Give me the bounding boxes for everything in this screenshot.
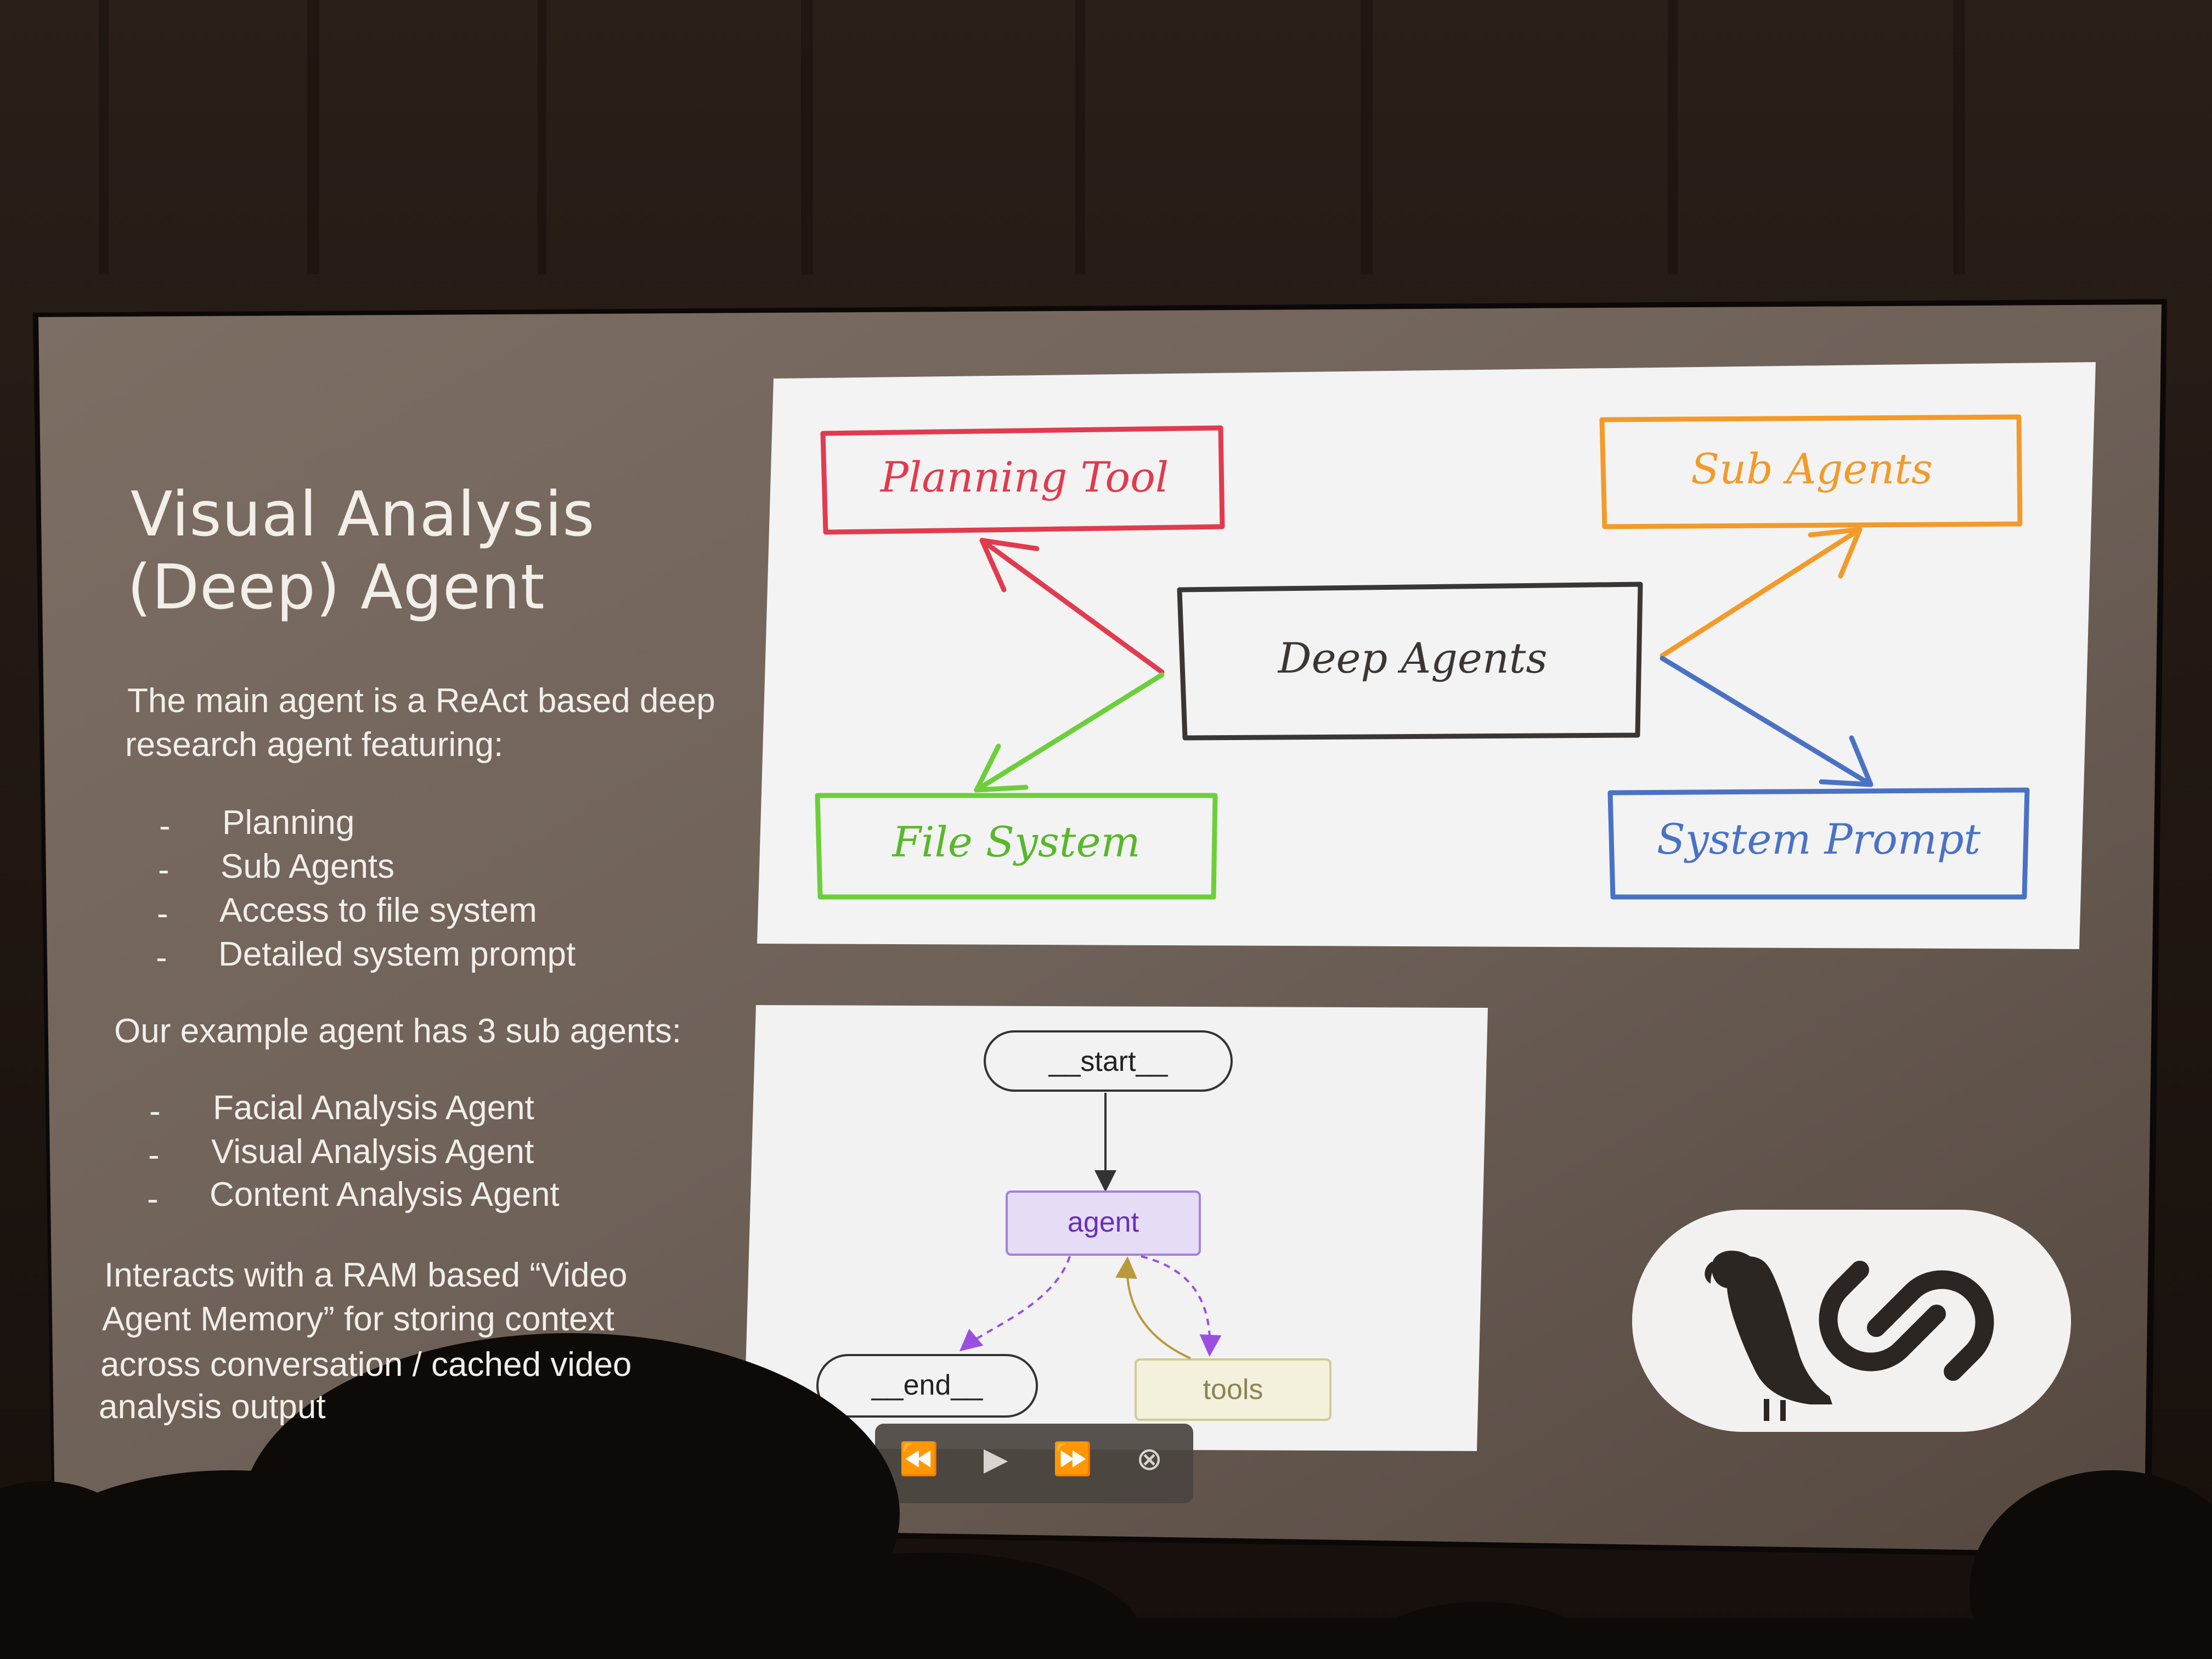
subagent-bullet: - bbox=[147, 1180, 159, 1218]
feature-item: Detailed system prompt bbox=[218, 933, 575, 977]
feature-item: Access to file system bbox=[219, 889, 537, 933]
intro-line-1: The main agent is a ReAct based deep bbox=[127, 679, 715, 723]
memory-line-4: analysis output bbox=[99, 1385, 326, 1429]
feature-bullet: - bbox=[156, 938, 167, 977]
feature-item: Planning bbox=[222, 801, 354, 845]
feature-bullet: - bbox=[157, 894, 168, 933]
fast-forward-button[interactable]: ⏩ bbox=[1045, 1440, 1100, 1478]
feature-bullet: - bbox=[158, 850, 170, 889]
agent-node-label: agent bbox=[1007, 1206, 1200, 1239]
play-button[interactable]: ▶ bbox=[968, 1440, 1023, 1477]
subagent-item: Visual Analysis Agent bbox=[211, 1130, 534, 1174]
file-system-label: File System bbox=[820, 817, 1212, 866]
feature-item: Sub Agents bbox=[221, 845, 394, 889]
start-node-label: __start__ bbox=[985, 1045, 1232, 1078]
end-node-label: __end__ bbox=[817, 1369, 1037, 1402]
deep-agents-label: Deep Agents bbox=[1185, 634, 1640, 682]
memory-line-1: Interacts with a RAM based “Video bbox=[104, 1254, 627, 1297]
tools-node-label: tools bbox=[1136, 1373, 1330, 1406]
memory-line-3: across conversation / cached video bbox=[100, 1343, 631, 1387]
slide-title-line-2: (Deep) Agent bbox=[127, 551, 545, 624]
subagents-intro: Our example agent has 3 sub agents: bbox=[114, 1009, 681, 1053]
subagent-item: Content Analysis Agent bbox=[210, 1173, 560, 1217]
system-prompt-label: System Prompt bbox=[1613, 815, 2024, 864]
rewind-button[interactable]: ⏪ bbox=[891, 1440, 946, 1478]
subagent-bullet: - bbox=[148, 1136, 160, 1175]
slide-title-line-1: Visual Analysis bbox=[131, 478, 595, 551]
feature-bullet: - bbox=[159, 806, 171, 845]
subagent-bullet: - bbox=[149, 1092, 161, 1131]
intro-line-2: research agent featuring: bbox=[125, 723, 503, 767]
memory-line-2: Agent Memory” for storing context bbox=[102, 1297, 614, 1341]
planning-tool-label: Planning Tool bbox=[828, 453, 1221, 501]
sub-agents-label: Sub Agents bbox=[1605, 444, 2019, 493]
close-player-button[interactable]: ⊗ bbox=[1122, 1440, 1177, 1477]
logo-badge bbox=[1632, 1210, 2071, 1432]
subagent-item: Facial Analysis Agent bbox=[213, 1086, 534, 1130]
